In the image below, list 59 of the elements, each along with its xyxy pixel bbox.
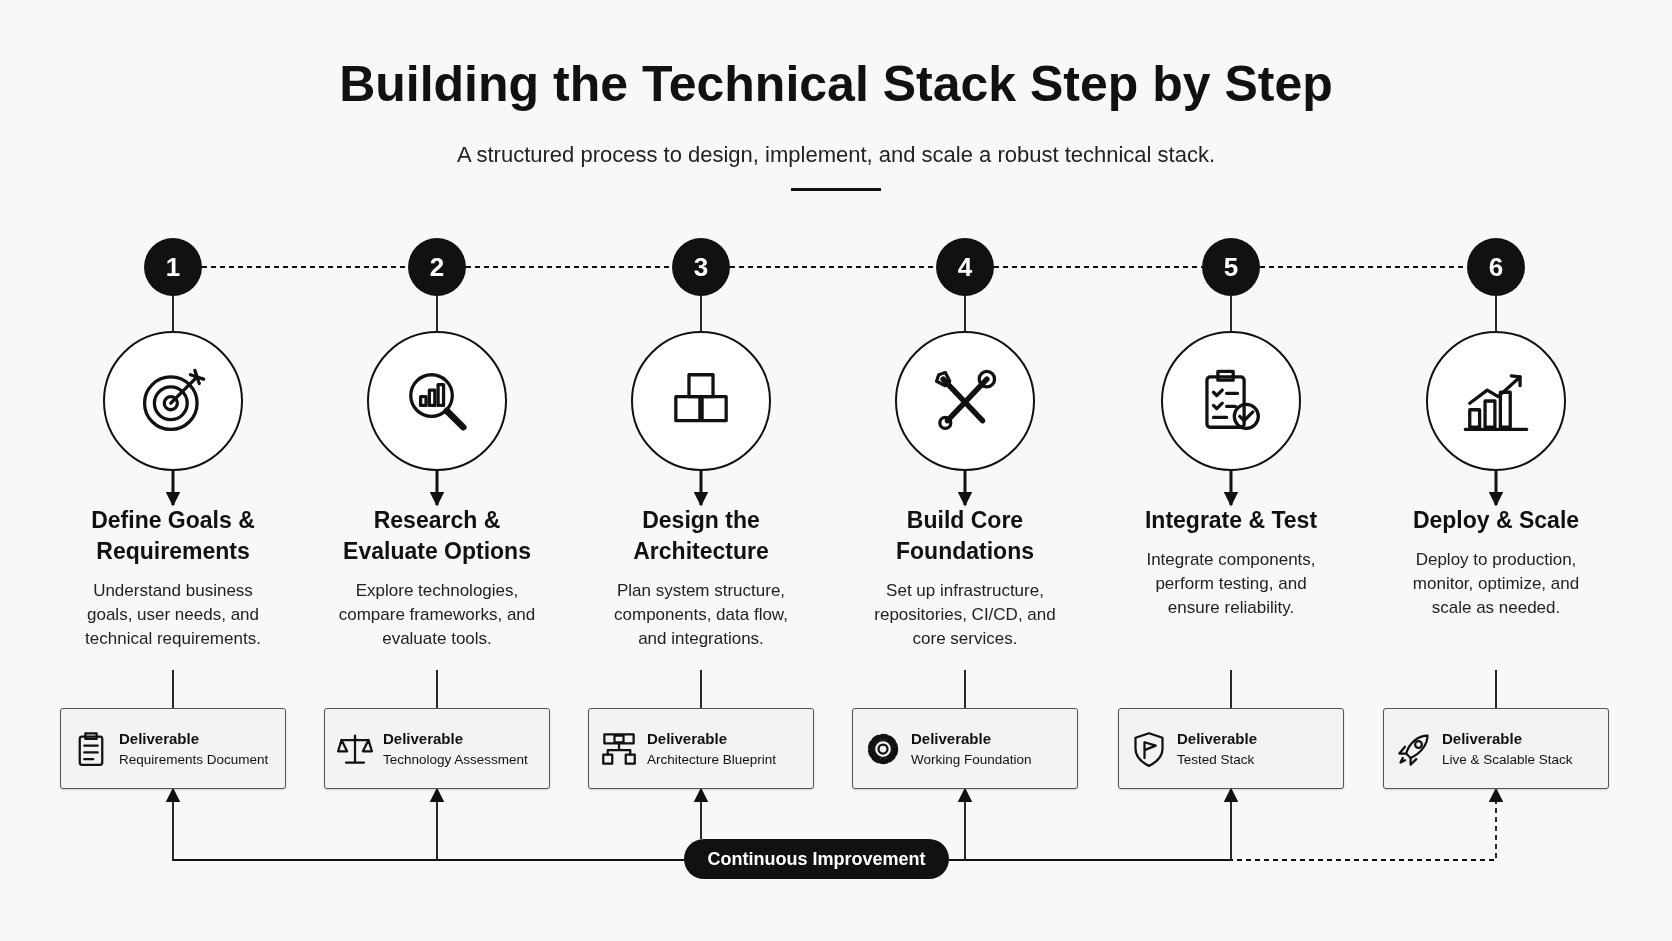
deliverable-heading: Deliverable bbox=[383, 728, 464, 749]
step-title: Research & Evaluate Options bbox=[342, 506, 532, 566]
deliverable-name: Working Foundation bbox=[911, 750, 1032, 769]
pointer-arrow bbox=[1488, 471, 1504, 507]
connector-line bbox=[964, 669, 966, 709]
step-number-badge: 5 bbox=[1202, 238, 1260, 296]
connector-line bbox=[700, 295, 702, 332]
title: Building the Technical Stack Step by Step bbox=[338, 55, 1334, 113]
connector-line bbox=[172, 669, 174, 709]
connector-line bbox=[436, 295, 438, 332]
connector-line bbox=[1495, 669, 1497, 709]
deliverable-card bbox=[324, 708, 550, 789]
step-number-badge: 2 bbox=[408, 238, 466, 296]
step-title: Define Goals & Requirements bbox=[90, 506, 256, 566]
step-description: Understand business goals, user needs, and technical requirements. bbox=[84, 580, 262, 650]
arrow bbox=[693, 787, 709, 840]
subtitle: A structured process to design, implement, and scale a robust technical stack. bbox=[455, 142, 1217, 168]
deliverable-heading: Deliverable bbox=[119, 728, 200, 749]
step-description: Deploy to production, monitor, optimize, and scale as needed. bbox=[1411, 549, 1581, 619]
deliverable-card bbox=[1383, 708, 1609, 789]
step-description: Integrate components, perform testing, and ensure reliability. bbox=[1145, 549, 1317, 619]
connector-line bbox=[1495, 295, 1497, 332]
deliverable-heading: Deliverable bbox=[911, 728, 992, 749]
deliverable-heading: Deliverable bbox=[647, 728, 728, 749]
connector-line bbox=[1230, 669, 1232, 709]
pointer-arrow bbox=[1223, 471, 1239, 507]
deliverable-name: Requirements Document bbox=[119, 750, 269, 769]
step-description: Explore technologies, compare frameworks, and evaluate tools. bbox=[337, 580, 537, 650]
pointer-arrow bbox=[693, 471, 709, 507]
step-number-badge: 4 bbox=[936, 238, 994, 296]
deliverable-name: Tested Stack bbox=[1177, 750, 1255, 769]
connector-line bbox=[172, 295, 174, 332]
deliverable-card bbox=[1118, 708, 1344, 789]
deliverable-name: Technology Assessment bbox=[383, 750, 528, 769]
step-title: Build Core Foundations bbox=[895, 506, 1035, 566]
deliverable-name: Architecture Blueprint bbox=[647, 750, 777, 769]
loop-label-pill: Continuous Improvement bbox=[684, 839, 949, 879]
step-number-badge: 3 bbox=[672, 238, 730, 296]
connector-line bbox=[964, 295, 966, 332]
step-number-badge: 1 bbox=[144, 238, 202, 296]
deliverable-heading: Deliverable bbox=[1442, 728, 1523, 749]
step-title: Deploy & Scale bbox=[1412, 506, 1580, 535]
connector-line bbox=[700, 669, 702, 709]
deliverable-heading: Deliverable bbox=[1177, 728, 1258, 749]
step-title: Integrate & Test bbox=[1144, 506, 1318, 535]
pointer-arrow bbox=[165, 471, 181, 507]
pointer-arrow bbox=[957, 471, 973, 507]
connector-line bbox=[436, 669, 438, 709]
step-title: Design the Architecture bbox=[632, 506, 770, 566]
deliverable-card bbox=[852, 708, 1078, 789]
step-number-badge: 6 bbox=[1467, 238, 1525, 296]
deliverable-card bbox=[60, 708, 286, 789]
deliverable-card bbox=[588, 708, 814, 789]
deliverable-name: Live & Scalable Stack bbox=[1442, 750, 1573, 769]
pointer-arrow bbox=[429, 471, 445, 507]
connector-line bbox=[1230, 295, 1232, 332]
step-description: Set up infrastructure, repositories, CI/CD, and core services. bbox=[873, 580, 1057, 650]
step-description: Plan system structure, components, data flow, and integrations. bbox=[613, 580, 789, 650]
arrow bbox=[429, 787, 685, 861]
